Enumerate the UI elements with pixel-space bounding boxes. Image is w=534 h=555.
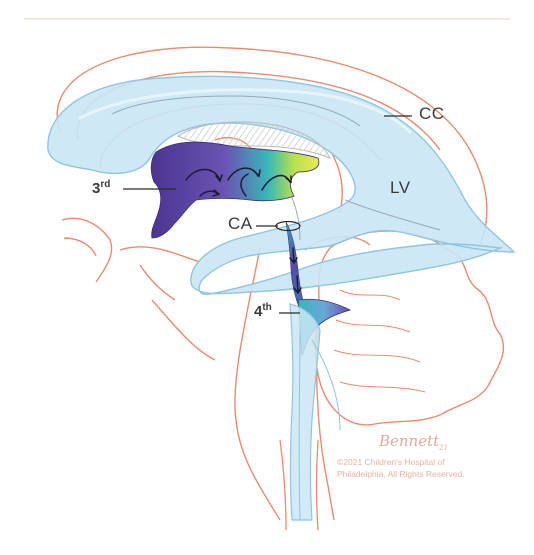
third-label-suffix: rd [100, 179, 111, 190]
signature-name: Bennett [379, 432, 440, 450]
artist-signature: Bennett21 [379, 432, 448, 452]
credit-line-2: Philadelphia, All Rights Reserved. [337, 469, 465, 479]
fourth-label-number: 4 [254, 303, 263, 320]
cerebellum-folia [333, 289, 426, 393]
signature-year: 21 [439, 444, 449, 452]
fourth-label-suffix: th [262, 302, 272, 313]
third-ventricle [150, 141, 320, 239]
csf-flow-arrows-3rd [185, 167, 292, 197]
cc-label: CC [419, 104, 445, 123]
credit-line-1: ©2021 Children's Hospital of [337, 457, 445, 467]
brainstem-canal [289, 303, 321, 521]
brainstem-inner [298, 329, 341, 521]
ventricle-highlight [78, 88, 412, 134]
third-label-number: 3 [92, 180, 101, 197]
spinal-cord-outline [279, 439, 319, 531]
copyright-credit: ©2021 Children's Hospital of Philadelphi… [337, 456, 507, 480]
ca-label: CA [228, 214, 253, 233]
lv-label: LV [390, 178, 411, 197]
fourth-ventricle-label: 4th [254, 302, 272, 320]
leader-lines [123, 115, 412, 314]
csf-flow-arrows-aqueduct [289, 247, 302, 295]
ca-ring [275, 220, 301, 232]
third-ventricle-label: 3rd [92, 179, 110, 197]
lateral-ventricle [47, 75, 516, 296]
